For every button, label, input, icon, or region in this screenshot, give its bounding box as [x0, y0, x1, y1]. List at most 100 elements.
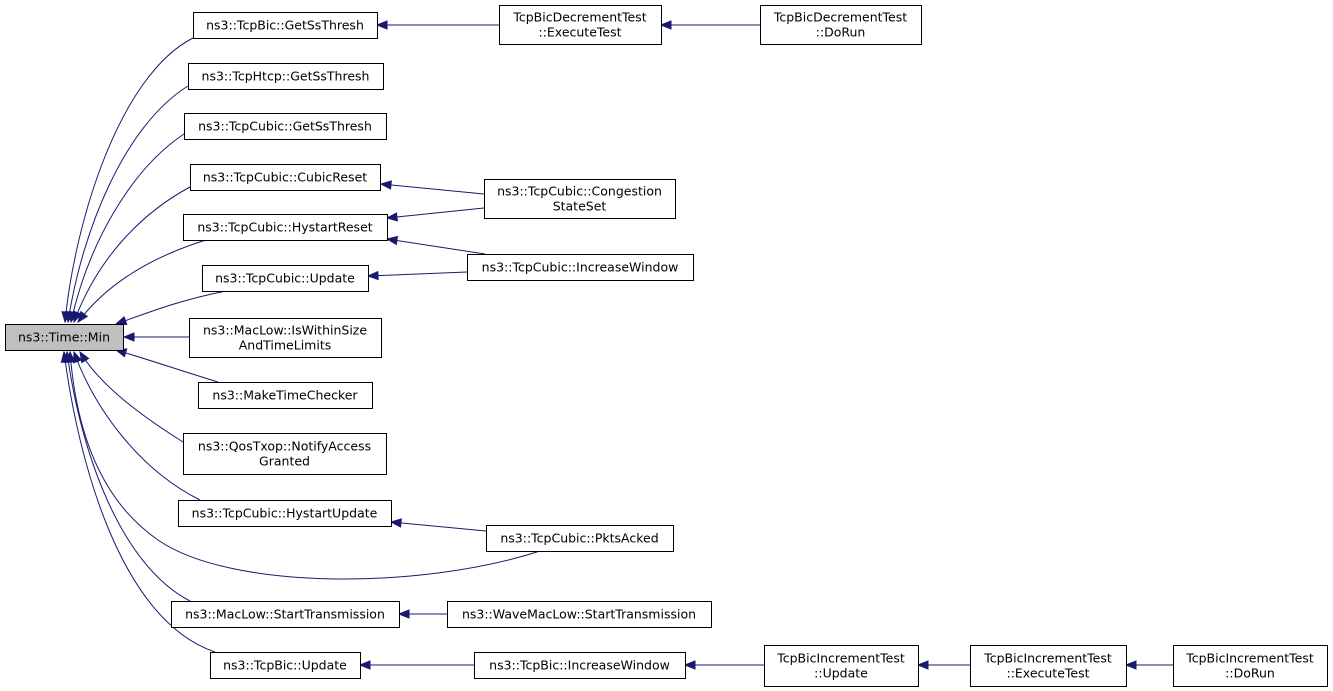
edge-tcpcubic-hystartreset-to-time-min: [77, 239, 207, 324]
node-box: [202, 265, 369, 292]
node-label: StateSet: [553, 199, 607, 214]
node-tcpbic-update[interactable]: ns3::TcpBic::Update: [210, 652, 361, 679]
node-label: TcpBicIncrementTest: [1185, 651, 1314, 666]
node-box: [970, 645, 1127, 687]
node-box: [178, 500, 392, 527]
edge-tcpbic-increasewindow-to-tcpbic-update: [358, 660, 474, 670]
edge-tcpcubic-hystartupdate-to-time-min: [73, 350, 201, 501]
edge-tcpcubic-congestionstateset-to-tcpcubic-hystartreset: [385, 207, 485, 222]
arrowhead-icon: [73, 310, 83, 324]
arrowhead-icon: [385, 235, 399, 246]
edge-line: [115, 290, 227, 325]
node-label: TcpBicDecrementTest: [773, 10, 907, 25]
node-tcpbicincrement-dorun[interactable]: TcpBicIncrementTest::DoRun: [1173, 645, 1328, 687]
edge-tcpbic-update-to-time-min: [60, 350, 216, 653]
edge-line: [73, 186, 191, 323]
node-box: [484, 179, 676, 219]
edge-tcpcubic-congestionstateset-to-tcpcubic-cubicreset: [379, 180, 485, 195]
node-label: ns3::Time::Min: [18, 330, 110, 345]
edge-line: [69, 351, 541, 580]
edge-line: [63, 351, 216, 653]
node-tcphtcp-getssthresh[interactable]: ns3::TcpHtcp::GetSsThresh: [188, 63, 384, 90]
node-tcpbicincrement-update[interactable]: TcpBicIncrementTest::Update: [764, 645, 919, 687]
node-label: ::Update: [814, 666, 868, 681]
arrowhead-icon: [122, 332, 135, 342]
node-label: ns3::TcpCubic::CubicReset: [203, 170, 367, 185]
node-tcpbic-increasewindow[interactable]: ns3::TcpBic::IncreaseWindow: [474, 652, 686, 679]
node-box: [5, 324, 124, 351]
edge-tcphtcp-getssthresh-to-time-min: [64, 85, 189, 324]
arrowhead-icon: [385, 212, 398, 222]
node-tcpcubic-increasewindow[interactable]: ns3::TcpCubic::IncreaseWindow: [467, 254, 694, 281]
node-box: [183, 433, 387, 475]
node-label: Granted: [259, 454, 310, 469]
node-tcpbicdecrement-executetest[interactable]: TcpBicDecrementTest::ExecuteTest: [499, 5, 662, 45]
node-box: [447, 601, 712, 628]
edge-line: [390, 521, 487, 532]
node-tcpcubic-cubicreset[interactable]: ns3::TcpCubic::CubicReset: [190, 164, 381, 191]
node-label: ns3::TcpCubic::HystartReset: [197, 220, 372, 235]
edge-maclow-iswithinsize-to-time-min: [122, 332, 189, 342]
node-label: ::ExecuteTest: [538, 25, 621, 40]
node-maketimechecker[interactable]: ns3::MakeTimeChecker: [198, 382, 373, 409]
edge-tcpbic-getssthresh-to-time-min: [61, 37, 194, 324]
node-label: ns3::TcpCubic::GetSsThresh: [198, 119, 372, 134]
node-box: [1173, 645, 1328, 687]
node-box: [188, 63, 384, 90]
arrowhead-icon: [73, 350, 83, 364]
node-label: ns3::TcpBic::GetSsThresh: [206, 18, 364, 33]
arrowhead-icon: [358, 660, 371, 670]
node-tcpbic-getssthresh[interactable]: ns3::TcpBic::GetSsThresh: [193, 12, 378, 39]
node-box: [467, 254, 694, 281]
edge-tcpbicincrement-dorun-to-tcpbicincrement-executetest: [1124, 660, 1173, 670]
node-label: ns3::TcpCubic::Congestion: [497, 184, 662, 199]
node-tcpcubic-pktsacked[interactable]: ns3::TcpCubic::PktsAcked: [486, 525, 674, 552]
edge-tcpbicincrement-executetest-to-tcpbicincrement-update: [916, 660, 970, 670]
node-label: ns3::TcpCubic::HystartUpdate: [192, 506, 378, 521]
arrowhead-icon: [397, 609, 410, 619]
node-label: TcpBicDecrementTest: [512, 10, 646, 25]
edge-line: [64, 37, 194, 323]
edge-wavemaclow-starttransmission-to-maclow-starttransmission: [397, 609, 447, 619]
node-label: ns3::MacLow::StartTransmission: [185, 607, 385, 622]
node-label: ns3::TcpHtcp::GetSsThresh: [202, 69, 370, 84]
node-label: ns3::WaveMacLow::StartTransmission: [462, 607, 696, 622]
node-box: [190, 164, 381, 191]
edge-line: [115, 349, 219, 383]
node-tcpcubic-hystartupdate[interactable]: ns3::TcpCubic::HystartUpdate: [178, 500, 392, 527]
node-label: ::DoRun: [816, 25, 866, 40]
node-tcpcubic-getssthresh[interactable]: ns3::TcpCubic::GetSsThresh: [184, 113, 387, 140]
node-tcpcubic-hystartreset[interactable]: ns3::TcpCubic::HystartReset: [183, 214, 388, 241]
arrowhead-icon: [683, 660, 696, 670]
node-tcpbicdecrement-dorun[interactable]: TcpBicDecrementTest::DoRun: [760, 5, 922, 45]
node-maclow-starttransmission[interactable]: ns3::MacLow::StartTransmission: [171, 601, 400, 628]
edge-tcpcubic-cubicreset-to-time-min: [73, 186, 191, 324]
node-box: [764, 645, 919, 687]
node-label: ns3::TcpBic::IncreaseWindow: [489, 658, 670, 673]
arrowhead-icon: [1124, 660, 1137, 670]
node-label: AndTimeLimits: [239, 338, 332, 353]
node-wavemaclow-starttransmission[interactable]: ns3::WaveMacLow::StartTransmission: [447, 601, 712, 628]
edge-line: [67, 85, 189, 323]
edge-tcpcubic-increasewindow-to-tcpcubic-hystartreset: [385, 235, 486, 255]
arrowhead-icon: [77, 310, 89, 324]
node-box: [193, 12, 378, 39]
edges-layer: [60, 20, 1173, 670]
node-label: ns3::TcpCubic::Update: [215, 271, 355, 286]
node-label: ::DoRun: [1225, 666, 1275, 681]
edge-line: [79, 351, 184, 443]
edge-line: [66, 351, 191, 602]
node-tcpbicincrement-executetest[interactable]: TcpBicIncrementTest::ExecuteTest: [970, 645, 1127, 687]
node-tcpcubic-update[interactable]: ns3::TcpCubic::Update: [202, 265, 369, 292]
node-box: [760, 5, 922, 45]
node-label: ns3::TcpCubic::PktsAcked: [500, 531, 658, 546]
arrowhead-icon: [659, 20, 672, 30]
node-label: ::ExecuteTest: [1006, 666, 1089, 681]
edge-maclow-starttransmission-to-time-min: [63, 350, 191, 602]
edge-tcpbicincrement-update-to-tcpbic-increasewindow: [683, 660, 764, 670]
arrowhead-icon: [366, 270, 379, 281]
